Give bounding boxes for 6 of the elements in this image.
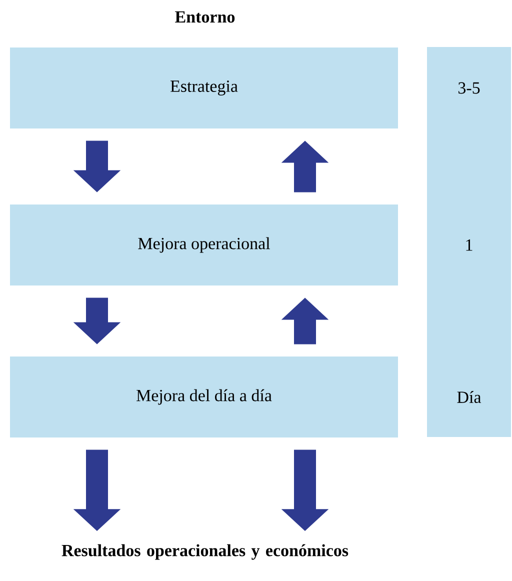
process-box: Estrategia (10, 48, 398, 128)
process-box: Mejora del día a día (10, 356, 398, 438)
process-box: Mejora operacional (10, 204, 398, 286)
timeframe-bar: 3-5 1 Día (427, 47, 511, 437)
result-text: Resultados operacionales y económicos (62, 544, 348, 560)
heading: Entorno (175, 11, 235, 23)
